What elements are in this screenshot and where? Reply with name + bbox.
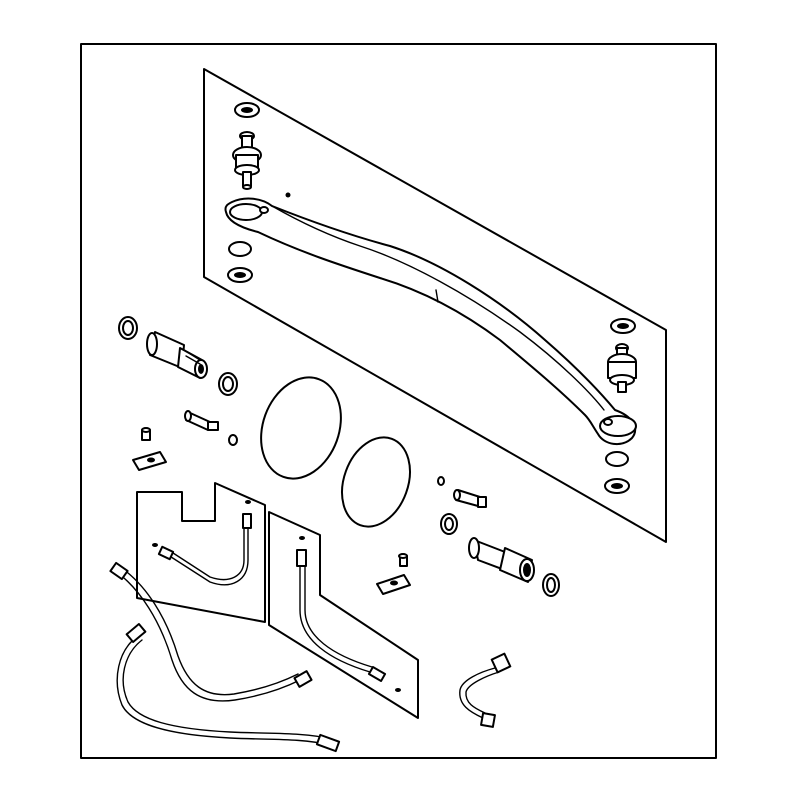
clamp-block-left: [132, 451, 167, 471]
hose-long-left: [109, 561, 341, 753]
clamp-block-right: [376, 574, 411, 595]
upper-ball-joint: [232, 131, 262, 190]
small-bolt-left: [141, 410, 238, 446]
tie-rod-arm: [224, 197, 637, 446]
tie-rod-seal-left: [227, 241, 253, 283]
frame-border: [80, 43, 717, 759]
harness-connector: [459, 652, 512, 728]
left-stub-axle: [118, 316, 238, 396]
upper-bolt-seal: [234, 102, 260, 118]
tie-rod-seal-right: [604, 451, 630, 494]
right-stub-axle: [437, 476, 560, 597]
large-o-ring-left: [260, 376, 342, 480]
hose-panel-left: [136, 482, 266, 623]
hose-panel-right: [268, 511, 419, 719]
small-bolt-right: [398, 553, 408, 567]
large-o-ring-right: [341, 436, 411, 528]
upper-panel: [203, 68, 667, 543]
right-ball-joint: [607, 318, 637, 393]
